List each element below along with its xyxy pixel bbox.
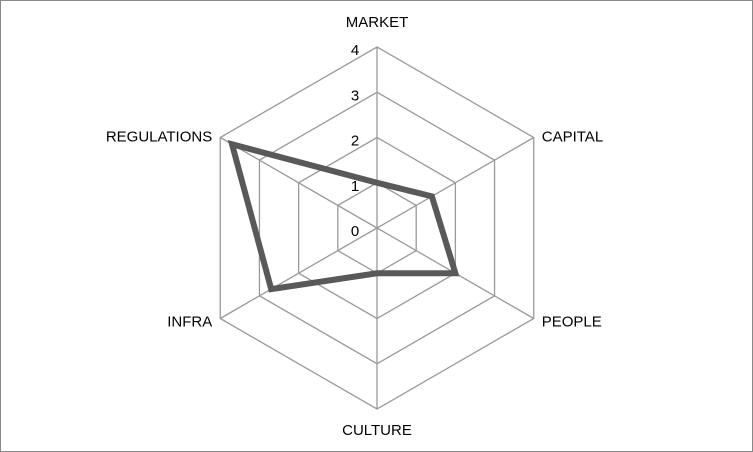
category-label: PEOPLE	[542, 314, 602, 331]
axis-spoke	[219, 227, 378, 320]
series-line	[227, 140, 460, 293]
tick-label: 1	[351, 178, 359, 195]
axis-spoke	[219, 136, 378, 229]
tick-label: 4	[351, 42, 359, 59]
tick-label: 0	[351, 223, 359, 240]
axis-spoke	[376, 136, 535, 229]
category-label: INFRA	[167, 314, 212, 331]
tick-label: 3	[351, 87, 359, 104]
category-label: REGULATIONS	[106, 129, 212, 146]
category-label: MARKET	[346, 14, 409, 31]
tick-label: 2	[351, 133, 359, 150]
category-label: CULTURE	[342, 422, 412, 439]
category-label: CAPITAL	[542, 129, 603, 146]
